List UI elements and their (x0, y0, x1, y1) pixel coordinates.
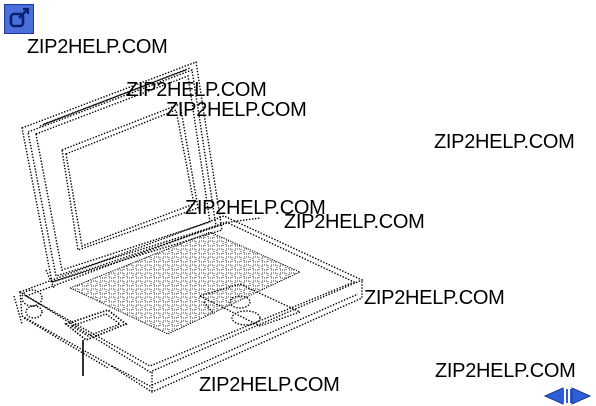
page-indicator-icon (562, 389, 572, 403)
watermark-text: ZIP2HELP.COM (435, 360, 576, 382)
watermark-text: ZIP2HELP.COM (27, 36, 168, 58)
watermark-text: ZIP2HELP.COM (364, 287, 505, 309)
watermark-text: ZIP2HELP.COM (199, 374, 340, 396)
watermark-text: ZIP2HELP.COM (434, 131, 575, 153)
next-page-button[interactable] (570, 387, 592, 405)
watermark-text: ZIP2HELP.COM (284, 211, 425, 233)
watermark-text: ZIP2HELP.COM (126, 79, 267, 101)
arrow-left-icon (543, 387, 564, 405)
watermark-text: ZIP2HELP.COM (166, 99, 307, 121)
tool-button[interactable] (4, 4, 34, 34)
arrow-right-icon (571, 387, 592, 405)
watermark-text: ZIP2HELP.COM (185, 197, 326, 219)
tool-icon (6, 6, 32, 32)
